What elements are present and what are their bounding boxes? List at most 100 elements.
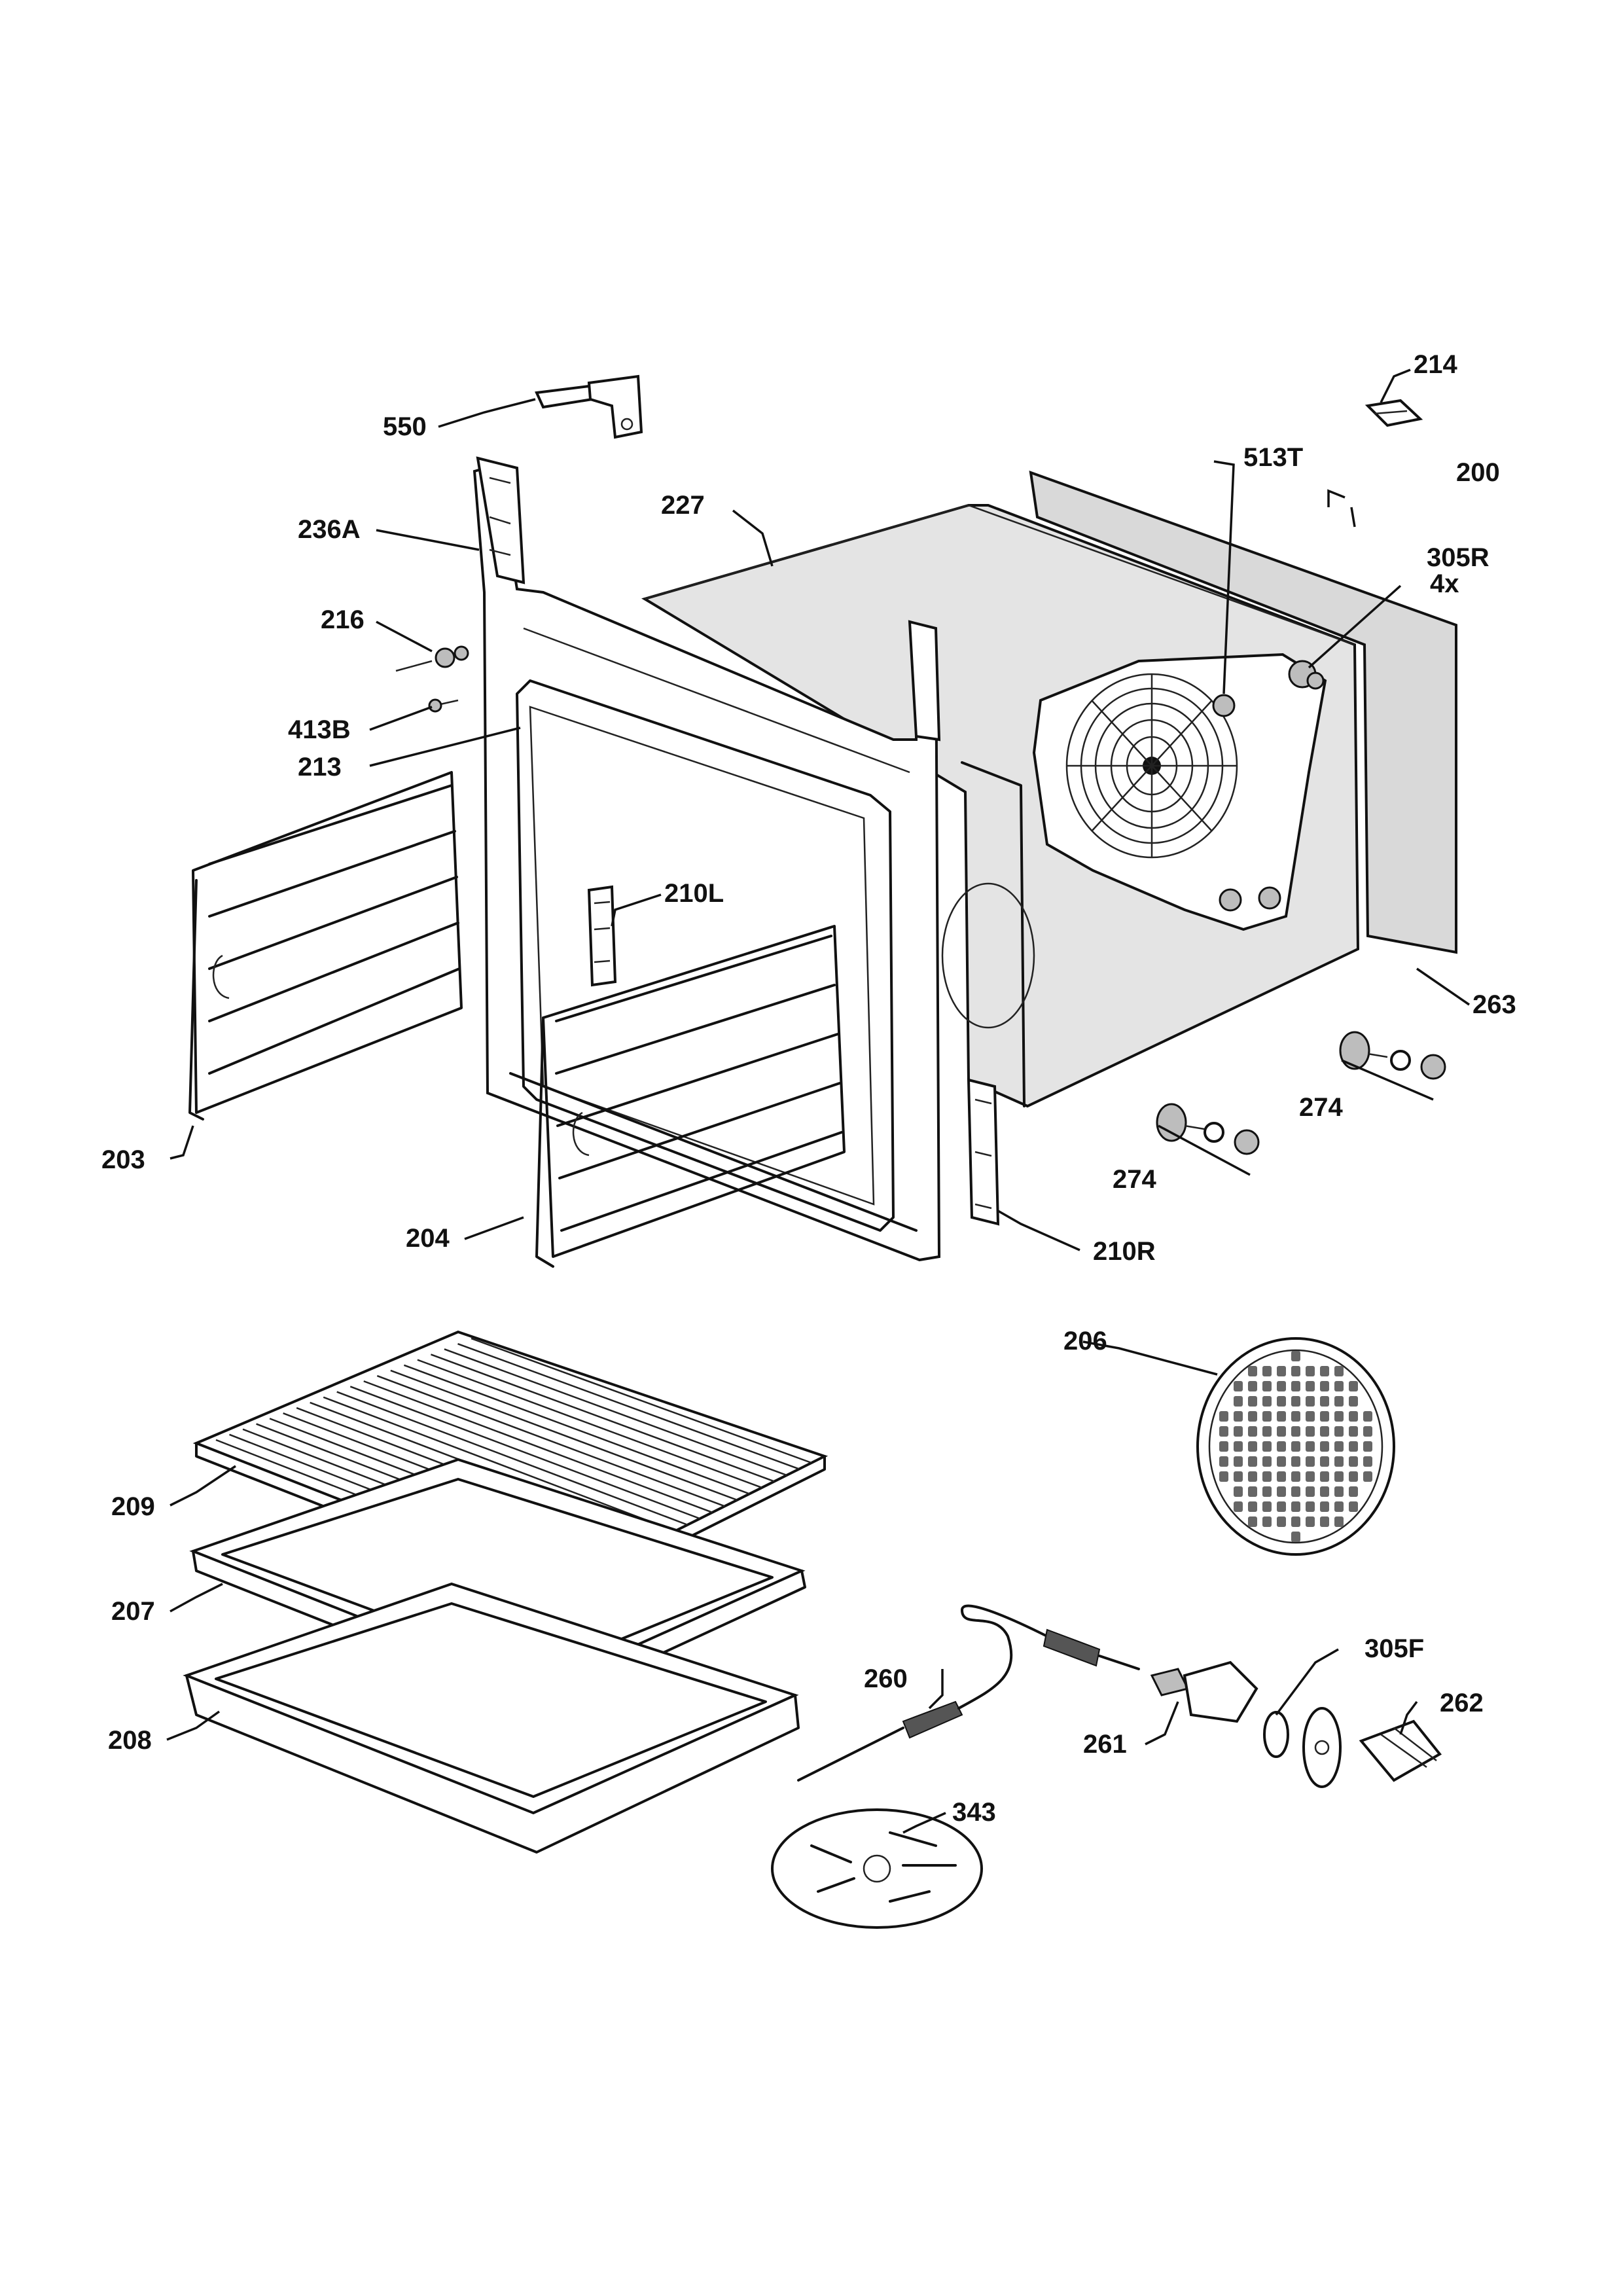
probe-socket-261 xyxy=(1150,1660,1258,1723)
guard-hole xyxy=(1334,1411,1344,1422)
guard-hole xyxy=(1277,1501,1286,1512)
guard-hole xyxy=(1248,1486,1257,1497)
guard-hole xyxy=(1248,1516,1257,1527)
rack-bar xyxy=(457,1342,800,1470)
guard-hole xyxy=(1291,1381,1300,1391)
guard-hole xyxy=(1277,1486,1286,1497)
diffuser-plate-343 xyxy=(771,1808,983,1929)
label-261: 261 xyxy=(1083,1730,1127,1759)
guard-hole xyxy=(1349,1381,1358,1391)
guard-hole xyxy=(1334,1426,1344,1437)
label-208: 208 xyxy=(108,1726,152,1755)
guard-hole xyxy=(1248,1396,1257,1407)
rack-bar xyxy=(403,1364,750,1495)
guard-hole xyxy=(1277,1456,1286,1467)
guard-hole xyxy=(1291,1532,1300,1542)
guard-hole xyxy=(1234,1501,1243,1512)
latch-214 xyxy=(1364,399,1423,427)
label-203: 203 xyxy=(101,1145,145,1174)
guard-hole xyxy=(1248,1381,1257,1391)
label-210R: 210R xyxy=(1093,1237,1156,1266)
label-4x: 4x xyxy=(1430,569,1459,598)
guard-hole xyxy=(1277,1441,1286,1452)
label-236A: 236A xyxy=(298,515,361,544)
guard-hole xyxy=(1248,1441,1257,1452)
guard-hole xyxy=(1277,1426,1286,1437)
guard-hole xyxy=(1334,1456,1344,1467)
guard-hole xyxy=(1320,1396,1329,1407)
guard-hole xyxy=(1334,1381,1344,1391)
guard-hole xyxy=(1277,1366,1286,1376)
label-216: 216 xyxy=(321,605,365,634)
oven-cavity-227 xyxy=(641,470,1457,1108)
side-rail-210L xyxy=(587,885,617,987)
guard-hole xyxy=(1219,1441,1228,1452)
guard-hole xyxy=(1349,1426,1358,1437)
guard-hole xyxy=(1320,1441,1329,1452)
guard-hole xyxy=(1277,1396,1286,1407)
fan-cover-screws-305R xyxy=(1306,672,1325,690)
guard-hole xyxy=(1277,1471,1286,1482)
guard-hole xyxy=(1262,1366,1272,1376)
guard-hole xyxy=(1219,1471,1228,1482)
guard-hole xyxy=(1320,1381,1329,1391)
gasket-305F xyxy=(1263,1707,1342,1788)
guard-hole xyxy=(1219,1426,1228,1437)
fan-guard-206 xyxy=(1196,1337,1395,1556)
guard-hole xyxy=(1306,1426,1315,1437)
guard-hole xyxy=(1349,1501,1358,1512)
guard-hole xyxy=(1234,1486,1243,1497)
guard-hole xyxy=(1219,1411,1228,1422)
rack-bar xyxy=(430,1354,775,1482)
guard-hole xyxy=(1291,1396,1300,1407)
guard-hole xyxy=(1306,1471,1315,1482)
guard-hole xyxy=(1291,1516,1300,1527)
label-200: 200 xyxy=(1456,458,1500,487)
screw-216 xyxy=(395,645,469,672)
guard-hole xyxy=(1262,1486,1272,1497)
guard-hole xyxy=(1277,1411,1286,1422)
rack-bar xyxy=(349,1386,700,1520)
guard-hole xyxy=(1320,1411,1329,1422)
label-209: 209 xyxy=(111,1492,155,1521)
guard-hole xyxy=(1334,1441,1344,1452)
guard-hole xyxy=(1306,1501,1315,1512)
guard-hole xyxy=(1363,1471,1372,1482)
guard-hole xyxy=(1291,1366,1300,1376)
guard-hole xyxy=(1363,1441,1372,1452)
guard-hole xyxy=(1234,1471,1243,1482)
label-207: 207 xyxy=(111,1597,155,1626)
deep-pan-208 xyxy=(183,1582,800,1854)
guard-hole xyxy=(1306,1516,1315,1527)
guard-hole xyxy=(1291,1426,1300,1437)
label-305F: 305F xyxy=(1364,1634,1424,1663)
guard-hole xyxy=(1349,1486,1358,1497)
rack-bar xyxy=(444,1348,787,1477)
guard-hole xyxy=(1262,1396,1272,1407)
guard-hole xyxy=(1234,1396,1243,1407)
label-204: 204 xyxy=(406,1224,450,1253)
guard-hole xyxy=(1234,1381,1243,1391)
guard-hole xyxy=(1334,1486,1344,1497)
guard-hole xyxy=(1291,1456,1300,1467)
guard-hole xyxy=(1306,1381,1315,1391)
guard-hole xyxy=(1349,1411,1358,1422)
label-263: 263 xyxy=(1472,990,1516,1019)
guard-hole xyxy=(1291,1486,1300,1497)
guard-hole xyxy=(1277,1516,1286,1527)
guard-hole xyxy=(1248,1471,1257,1482)
guard-hole xyxy=(1234,1456,1243,1467)
screw-413B xyxy=(428,698,459,713)
guard-hole xyxy=(1320,1456,1329,1467)
guard-hole xyxy=(1320,1426,1329,1437)
label-274-left: 274 xyxy=(1113,1165,1156,1194)
label-550: 550 xyxy=(383,412,427,441)
guard-hole xyxy=(1363,1426,1372,1437)
label-413B: 413B xyxy=(288,715,351,744)
guard-hole xyxy=(1291,1441,1300,1452)
guard-hole xyxy=(1334,1366,1344,1376)
label-274-right: 274 xyxy=(1299,1093,1343,1122)
rack-bar xyxy=(390,1369,738,1501)
rack-bar xyxy=(471,1337,812,1464)
guard-hole xyxy=(1262,1441,1272,1452)
